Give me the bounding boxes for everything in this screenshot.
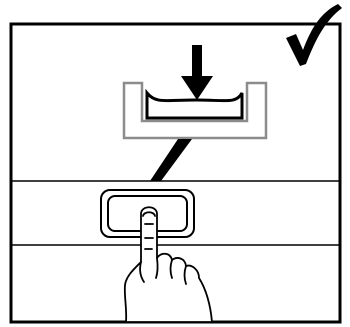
down-arrow-icon xyxy=(181,45,213,100)
tray-frame xyxy=(122,81,268,140)
callout-pointer xyxy=(150,139,192,181)
drawer-slot xyxy=(145,88,244,120)
check-mark-icon xyxy=(286,4,342,66)
pointing-finger-hand xyxy=(123,206,213,323)
